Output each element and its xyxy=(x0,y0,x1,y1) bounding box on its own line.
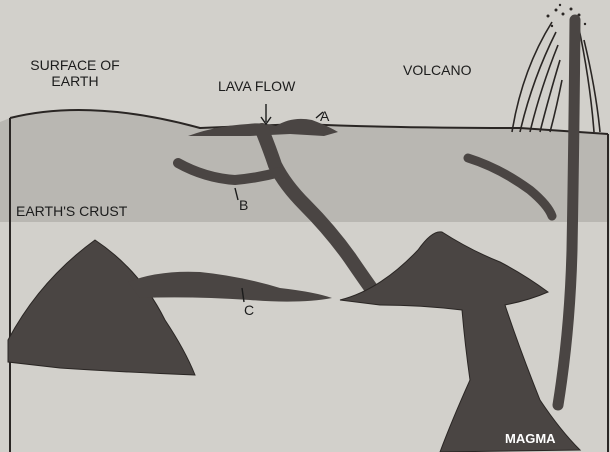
label-c: C xyxy=(244,302,254,318)
label-surface-of-earth: SURFACE OF EARTH xyxy=(16,57,134,89)
label-surface-line-2: EARTH xyxy=(16,73,134,89)
label-magma: MAGMA xyxy=(505,431,556,447)
label-surface-line-1: SURFACE OF xyxy=(16,57,134,73)
label-b: B xyxy=(239,197,248,213)
label-a: A xyxy=(320,108,329,124)
label-earths-crust: EARTH'S CRUST xyxy=(16,203,127,219)
label-lava-flow: LAVA FLOW xyxy=(218,78,295,94)
label-volcano: VOLCANO xyxy=(403,62,471,78)
